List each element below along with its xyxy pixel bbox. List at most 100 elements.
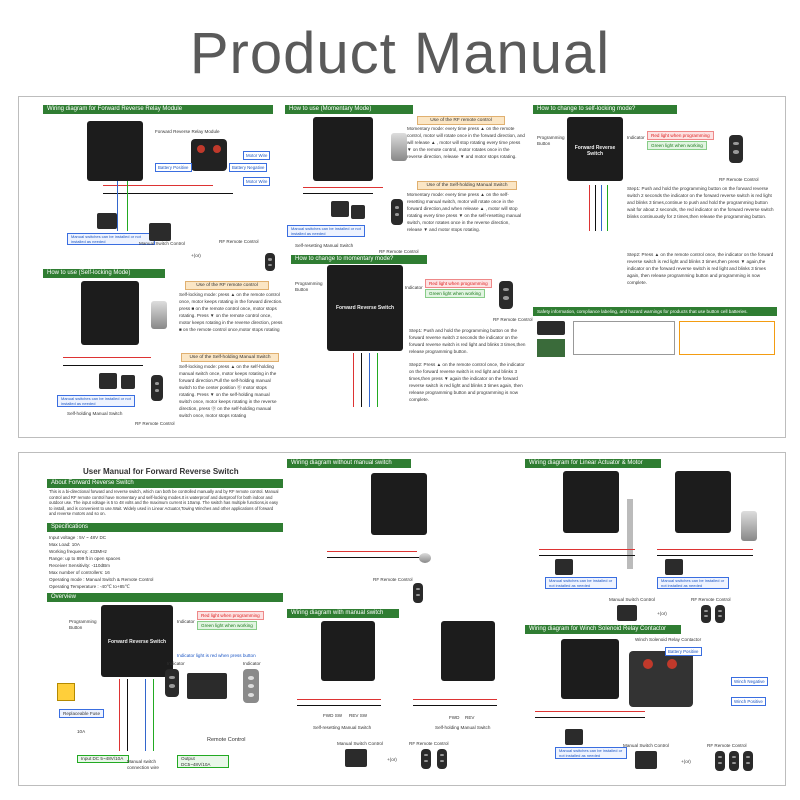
bottom-manual-sheet: User Manual for Forward Reverse Switch A… — [18, 452, 786, 786]
rf-remote-control — [743, 751, 753, 771]
manual-switch-note: Manual switches can be installed or not … — [57, 395, 135, 407]
spec-item: Working frequency: 433MHz — [49, 549, 107, 554]
section-header: How to use (Momentary Mode) — [285, 105, 413, 114]
battery-cell-image — [537, 321, 565, 335]
wire-red — [63, 357, 151, 358]
wire-black — [535, 717, 645, 718]
panel-safety-info: Safety information, compliance labeling,… — [533, 307, 777, 373]
or-label: +(or) — [191, 253, 201, 258]
step1-text: Step1: Push and hold the programming but… — [409, 328, 526, 354]
panel-self-locking-change: How to change to self-locking mode? Prog… — [533, 105, 777, 305]
manual-switch-pad — [351, 205, 365, 219]
wire-green — [607, 185, 608, 231]
wire-blue — [117, 181, 118, 231]
wire-black — [327, 557, 423, 558]
remote-control-label: Remote Control — [207, 737, 246, 743]
wire-black — [127, 679, 128, 751]
forward-reverse-switch-device — [87, 121, 143, 181]
panel-self-locking-mode: How to use (Self-locking Mode) Manual sw… — [43, 269, 283, 429]
panel-with-manual-switch: Wiring diagram with manual switch FWD SW… — [287, 609, 527, 781]
instruction-text: Momentary mode: every time press ▲ on th… — [407, 192, 522, 232]
rf-remote-label: RF Remote Control — [373, 577, 413, 582]
battery-positive-label: Battery Positive — [665, 647, 702, 656]
instruction-text: Self-locking mode: press ▲ on the self-h… — [179, 364, 277, 418]
wire-red — [103, 185, 213, 186]
indicator-label: Indicator — [627, 135, 645, 140]
wire-blue — [145, 679, 146, 751]
or-label: +(or) — [387, 757, 397, 762]
step2-text: Step2: Press ▲ on the remote control onc… — [409, 362, 525, 402]
module-label: Forward Reverse Relay Module — [155, 129, 220, 134]
panel-linear-actuator: Wiring diagram for Linear Actuator & Mot… — [525, 459, 781, 625]
subsection-label: Use of the RF remote control — [417, 116, 505, 125]
rf-remote-control — [265, 253, 275, 271]
input-label: Input DC 5~48V/10A — [77, 755, 129, 763]
manual-switch-pad — [149, 223, 171, 241]
forward-reverse-switch-device — [561, 639, 619, 699]
dc-motor — [391, 133, 407, 161]
spec-item: Operating Temperature : -40℃ to+85℃ — [49, 584, 130, 589]
spec-item: Input voltage : 5V ~ 48V DC — [49, 535, 107, 540]
rf-remote-control — [413, 583, 423, 603]
manual-switch-control-label: Manual Switch Control — [609, 597, 655, 602]
wire-red — [353, 353, 354, 407]
contactor-terminal — [667, 659, 677, 669]
section-header: Wiring diagram for Linear Actuator & Mot… — [525, 459, 661, 468]
rf-remote-control — [729, 135, 743, 163]
linear-actuator — [627, 499, 633, 569]
wire-red — [535, 711, 645, 712]
wire-black — [63, 365, 143, 366]
manual-switch-pad — [635, 751, 657, 769]
manual-switch-control-label: Manual Switch Control — [337, 741, 383, 746]
winch-negative-label: Winch Negative — [731, 677, 768, 686]
forward-reverse-switch-device — [675, 471, 731, 533]
section-header: Wiring diagram for Forward Reverse Relay… — [43, 105, 273, 114]
manual-switch-note: Manual switches can be installed or not … — [545, 577, 617, 589]
forward-reverse-switch-device — [313, 117, 373, 181]
rf-remote-control — [437, 749, 447, 769]
rf-remote-label: RF Remote Control — [135, 421, 175, 426]
wire-blue — [601, 185, 602, 231]
rf-remote-label: RF Remote Control — [493, 317, 533, 322]
rf-remote-control — [151, 375, 163, 401]
dc-motor — [419, 553, 431, 563]
programming-button-label: Programming Button — [537, 135, 565, 146]
manual-switch-pad — [565, 729, 583, 745]
replaceable-fuse — [57, 683, 75, 701]
manual-switch-pad — [99, 373, 117, 389]
rf-remote-label: RF Remote Control — [719, 177, 759, 182]
panel-winch-solenoid: Wiring diagram for Winch Solenoid Relay … — [525, 625, 781, 781]
rf-remote-control — [243, 669, 259, 703]
rf-remote-control — [499, 281, 513, 309]
programming-button-label: Programming Button — [295, 281, 323, 292]
section-header: Overview — [47, 593, 283, 602]
manual-switch-pad — [345, 749, 367, 767]
programming-button-label: Programming Button — [69, 619, 97, 630]
doc-title: User Manual for Forward Reverse Switch — [83, 467, 239, 476]
wire-black — [657, 555, 753, 556]
spec-item: Max Load: 10A — [49, 542, 80, 547]
wire-black — [595, 185, 596, 231]
wire-green — [127, 181, 128, 231]
manual-switch-pad — [331, 201, 349, 217]
indicator-note: Indicator light is red when press button — [177, 653, 256, 658]
self-resetting-label: Self-resetting Manual Switch — [313, 725, 372, 730]
dc-motor — [151, 301, 167, 329]
red-light-note: Red light when programming — [647, 131, 714, 140]
subsection-label: Use of the Self-holding Manual Switch — [417, 181, 517, 190]
rf-remote-control — [421, 749, 431, 769]
motor-wire-label: Motor Wire — [243, 177, 271, 186]
warning-label — [573, 321, 675, 355]
spec-list: Input voltage : 5V ~ 48V DC Max Load: 10… — [49, 534, 281, 590]
spec-item: Receiver Sensitivity: -110dBm — [49, 563, 110, 568]
rf-remote-control — [701, 605, 711, 623]
rf-remote-control — [165, 669, 179, 697]
forward-reverse-switch-device — [371, 473, 427, 535]
panel-momentary-mode: How to use (Momentary Mode) Manual switc… — [285, 105, 525, 254]
manual-switch-label: Self-holding Manual Switch — [67, 411, 123, 416]
output-label: Output DC5~48V/10A — [177, 755, 229, 768]
step1-text: Step1: Push and hold the programming but… — [627, 186, 774, 219]
manual-switch-note: Manual switches can be installed or not … — [67, 233, 155, 245]
instruction-text: Self-locking mode: press ▲ on the remote… — [179, 292, 283, 332]
manual-switch-pad — [617, 605, 637, 621]
